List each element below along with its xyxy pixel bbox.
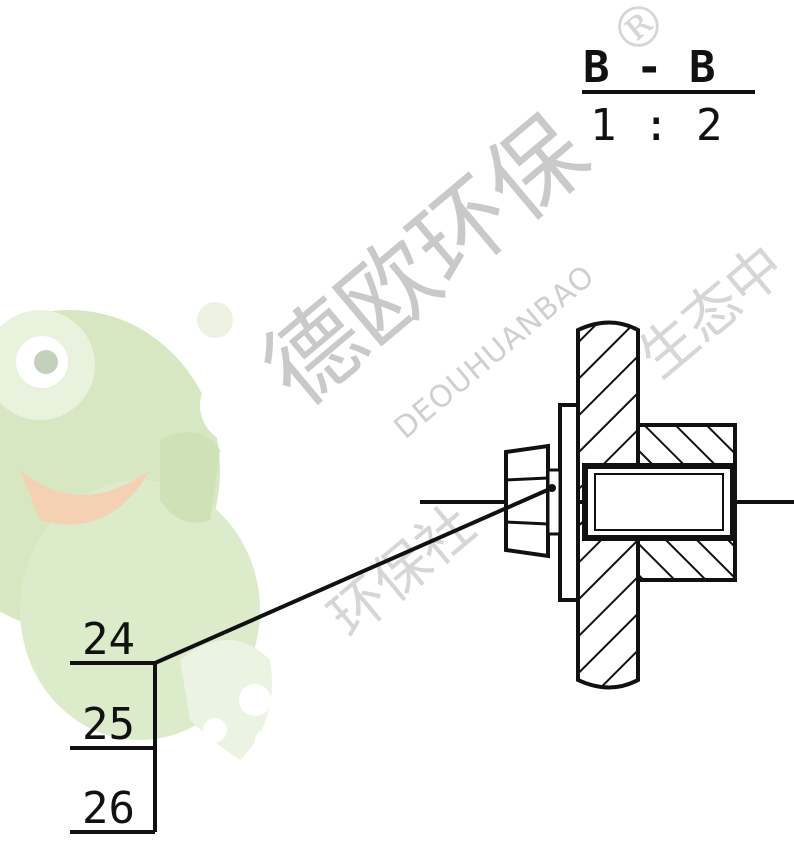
brand-cn-watermark: 德欧环保 [243,95,609,428]
frog-mascot-watermark [0,302,280,760]
slogan-watermark-1: 生态中 [627,233,794,391]
slogan-watermark-2: 环保社 [317,493,487,651]
threaded-bore [582,463,736,541]
callout-25: 25 [82,699,135,750]
callout-stack: 24 25 26 [70,614,157,834]
washer [558,403,580,602]
section-scale-label: 1 : 2 [590,100,722,151]
section-view-label: B - B [583,42,715,93]
bolt-head [504,443,562,559]
leader-dot [548,484,556,492]
callout-24: 24 [82,614,135,665]
callout-26: 26 [82,783,135,834]
leader-line [154,486,553,665]
section-title: B - B 1 : 2 [582,42,755,151]
